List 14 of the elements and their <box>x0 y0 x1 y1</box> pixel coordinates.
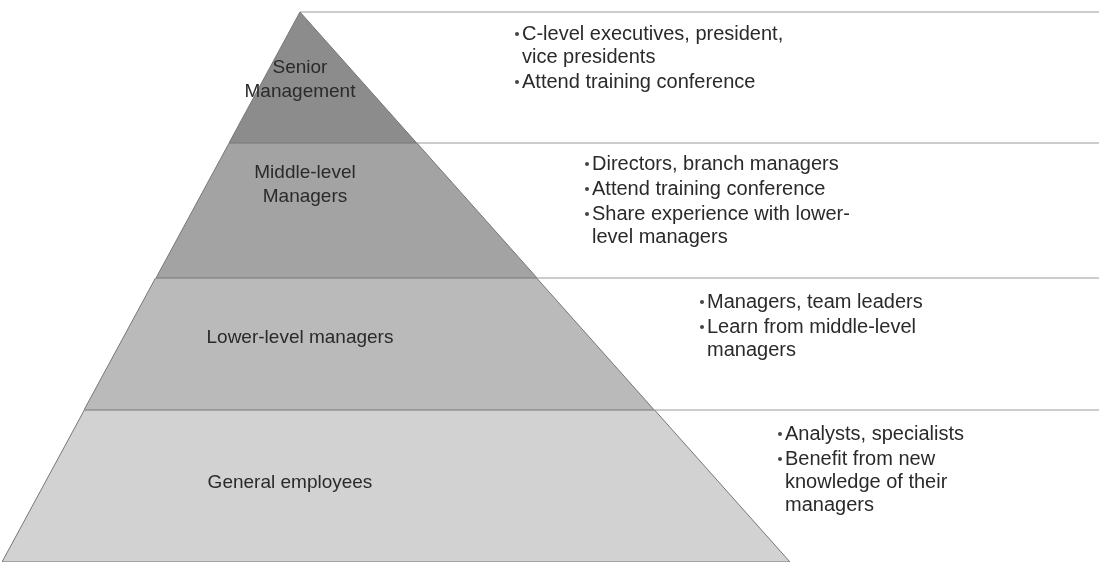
bullet-text: C-level executives, president, vice presidents <box>522 22 785 68</box>
bullet-text: Attend training conference <box>592 177 826 200</box>
pyramid-tier <box>84 278 655 410</box>
bullet-text: Learn from middle-level managers <box>707 315 917 361</box>
bullet-text: Attend training conference <box>522 70 756 93</box>
pyramid-tier <box>155 143 537 278</box>
bullet-text: Analysts, specialists <box>785 422 964 445</box>
bullet-text: Share experience with lower-level managers <box>592 202 851 248</box>
bullet-text: Directors, branch managers <box>592 152 839 175</box>
bullet-text: Managers, team leaders <box>707 290 923 313</box>
tier-label: Lower-level managers <box>205 325 395 349</box>
bullet-text: Benefit from new knowledge of their managers <box>785 447 949 516</box>
tier-label: General employees <box>206 470 374 494</box>
tier-label: Middle-level Managers <box>253 160 357 208</box>
